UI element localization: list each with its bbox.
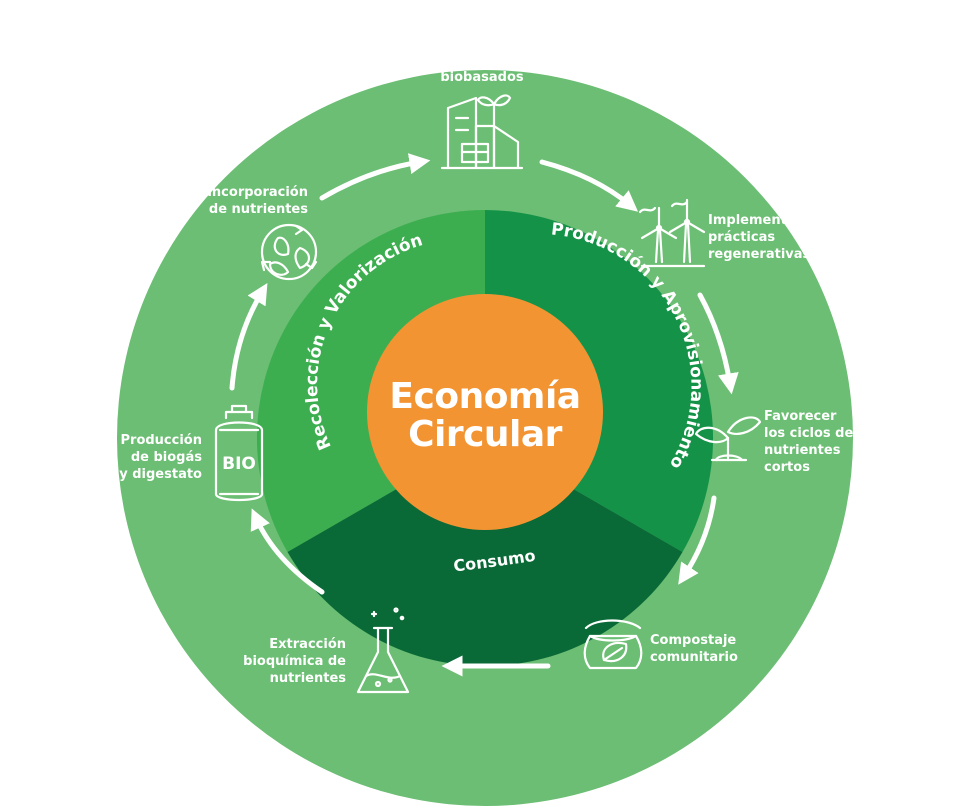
arrow-biogas-to-reinc	[229, 283, 268, 391]
step-label-biogas: Producción de biogás y digestato	[119, 433, 202, 482]
compost-bag-icon	[583, 619, 643, 670]
wind-turbines-icon	[638, 198, 706, 268]
step-label-reincorporacion: Reincorporación de nutrientes	[188, 185, 308, 217]
cycle-arrows	[229, 153, 739, 677]
step-label-ciclos: Favorecer los ciclos de nutrientes corto…	[764, 409, 854, 475]
arrow-extraccion-to-biogas	[250, 508, 325, 595]
flask-icon	[356, 607, 410, 694]
step-label-compostaje: Compostaje comunitario	[650, 633, 738, 665]
arrow-regen-to-ciclos	[697, 292, 739, 395]
factory-sprout-icon	[440, 94, 524, 170]
seedling-icon	[694, 416, 762, 462]
step-label-materiales: Uso de materiales biobasados	[415, 53, 549, 85]
step-label-extraccion: Extracción bioquímica de nutrientes	[243, 637, 346, 686]
arrow-ciclos-to-compost	[678, 495, 717, 585]
arrow-reinc-to-materiales	[319, 153, 431, 201]
gas-cylinder-icon	[214, 404, 264, 502]
arrow-materiales-to-regen	[539, 159, 639, 212]
segment-consumo	[287, 438, 683, 667]
center-title: Economía Circular	[389, 376, 581, 455]
recycle-leaves-icon	[260, 223, 318, 281]
step-label-regenerativas: Implementar prácticas regenerativas	[708, 213, 811, 262]
gas-cylinder-bio-text: BIO	[222, 454, 256, 474]
center-circle	[367, 294, 603, 530]
